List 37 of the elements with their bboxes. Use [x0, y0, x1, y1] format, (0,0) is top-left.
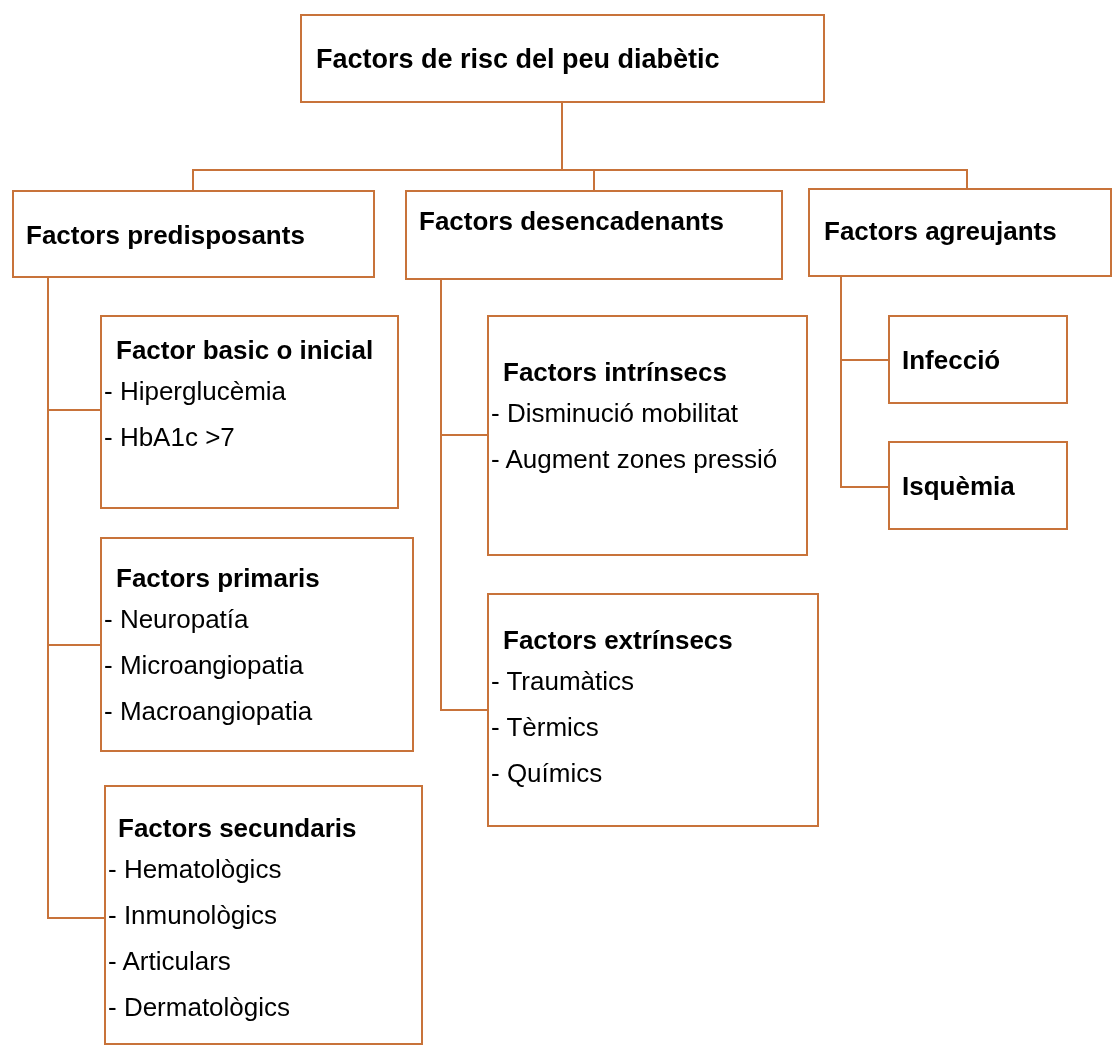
box-heading: Factors de risc del peu diabètic [316, 44, 721, 74]
factor-box [104, 785, 423, 1045]
list-item: - Articulars [108, 945, 232, 977]
list-item: - Microangiopatia [104, 649, 305, 681]
factor-box [487, 593, 819, 827]
list-item: - HbA1c >7 [104, 421, 236, 453]
list-item: - Hematològics [108, 853, 283, 885]
list-item: - Augment zones pressió [491, 443, 779, 475]
box-heading: Factors agreujants [824, 216, 1058, 246]
box-heading: Isquèmia [902, 471, 1016, 501]
list-item: - Disminució mobilitat [491, 397, 740, 429]
list-item: - Neuropatía [104, 603, 250, 635]
list-item: - Traumàtics [491, 665, 636, 697]
factor-box [487, 315, 808, 556]
factor-box [100, 315, 399, 509]
factor-box [808, 188, 1112, 277]
factor-box [100, 537, 414, 752]
box-heading: Factors desencadenants [419, 206, 725, 236]
list-item: - Tèrmics [491, 711, 600, 743]
box-heading: Factor basic o inicial [116, 335, 375, 365]
factor-box [888, 441, 1068, 530]
factor-box [888, 315, 1068, 404]
list-item: - Inmunològics [108, 899, 279, 931]
box-heading: Factors intrínsecs [503, 357, 728, 387]
connector-line [840, 276, 889, 488]
list-item: - Dermatològics [108, 991, 292, 1023]
list-item: - Químics [491, 757, 604, 789]
box-heading: Factors secundaris [118, 813, 358, 843]
factor-box [405, 190, 783, 280]
factor-box [12, 190, 375, 278]
box-heading: Factors primaris [116, 563, 321, 593]
factor-box [300, 14, 825, 103]
list-item: - Macroangiopatia [104, 695, 314, 727]
box-heading: Factors predisposants [26, 220, 306, 250]
box-heading: Factors extrínsecs [503, 625, 734, 655]
box-heading: Infecció [902, 345, 1002, 375]
list-item: - Hiperglucèmia [104, 375, 288, 407]
